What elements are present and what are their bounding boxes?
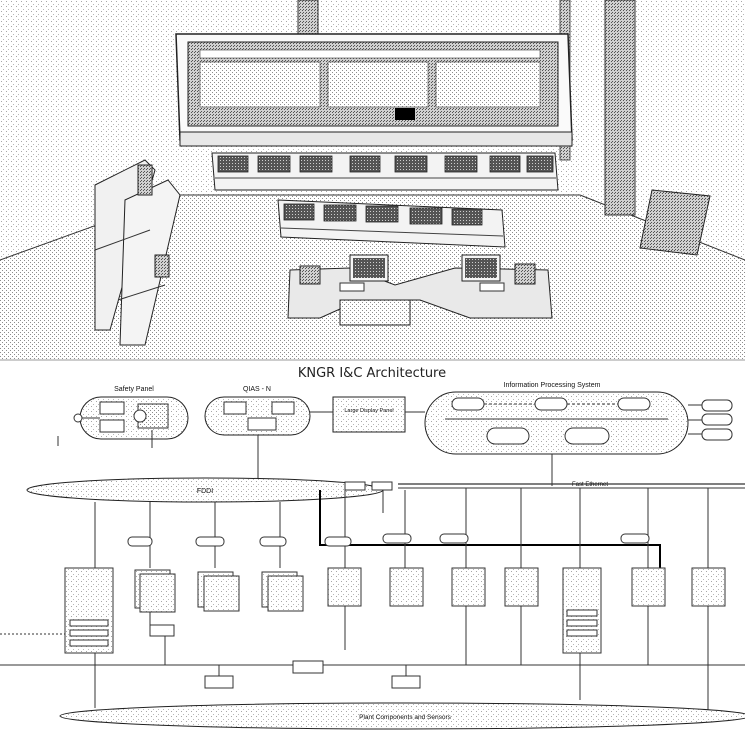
figure-caption: KNGR I&C Architecture <box>298 366 446 381</box>
fddi-label: FDDI <box>197 488 213 495</box>
qias-group <box>205 397 310 482</box>
safety-panel-group <box>58 397 188 448</box>
qias-label: QIAS - N <box>243 386 271 393</box>
large-display-wall-panel <box>176 34 572 146</box>
pillar-left <box>298 0 318 35</box>
bold-signal-path <box>320 490 660 570</box>
control-room-illustration <box>0 0 745 360</box>
large-display-label: Large Display Panel <box>344 408 393 414</box>
safety-panel-label: Safety Panel <box>114 386 154 393</box>
architecture-diagram: Safety Panel QIAS - N Large Display Pane… <box>0 382 745 729</box>
large-display-panel-box: Large Display Panel <box>310 397 425 432</box>
right-cabinet <box>640 190 710 255</box>
equipment-cabinets <box>65 568 725 653</box>
console-row-1 <box>212 153 558 190</box>
information-processing-system <box>425 392 732 486</box>
fddi-bus: FDDI <box>27 478 383 502</box>
plant-components-bus: Plant Components and Sensors <box>60 703 745 729</box>
plant-components-label: Plant Components and Sensors <box>359 714 452 721</box>
fast-ethernet-label: Fast Ethernet <box>572 482 608 488</box>
pillar-right <box>605 0 635 215</box>
ips-label: Information Processing System <box>504 382 601 389</box>
